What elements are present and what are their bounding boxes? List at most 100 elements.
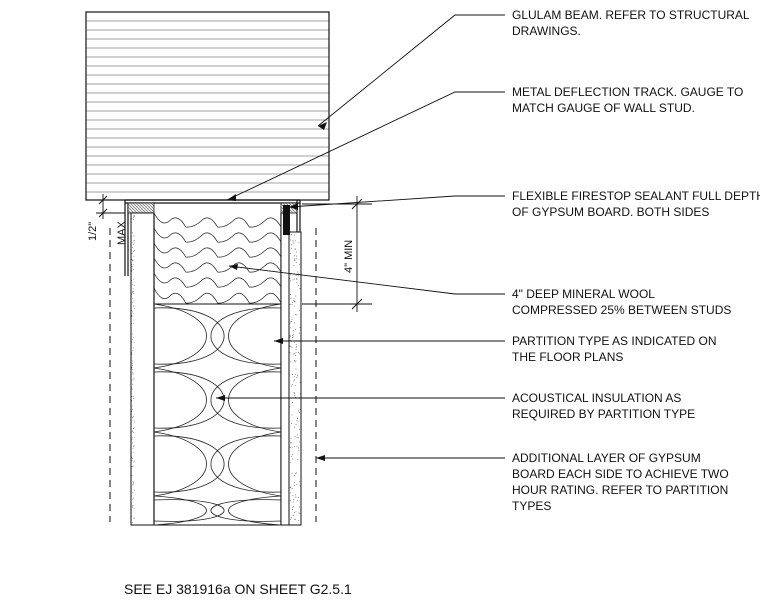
stipple-dot [133, 235, 135, 237]
note-line: OF GYPSUM BOARD. BOTH SIDES [512, 205, 709, 219]
stipple-dot [295, 396, 297, 398]
stipple-dot [291, 321, 292, 323]
stipple-dot [133, 497, 134, 499]
stipple-dot [293, 258, 295, 260]
stipple-dot [131, 388, 133, 390]
stipple-dot [290, 345, 292, 347]
stipple-dot [294, 385, 296, 387]
stipple-dot [293, 379, 295, 381]
stipple-dot [132, 408, 133, 410]
note-line: PARTITION TYPE AS INDICATED ON [512, 334, 716, 348]
batt-lobe [228, 495, 282, 526]
note-line: GLULAM BEAM. REFER TO STRUCTURAL [512, 8, 750, 22]
stipple-dot [299, 428, 300, 430]
stipple-dot [133, 508, 135, 510]
sealant-hatch [150, 202, 155, 207]
stipple-dot [132, 379, 134, 381]
stipple-dot [131, 268, 133, 270]
stipple-dot [132, 291, 134, 293]
sealant-hatch [135, 202, 147, 214]
stipple-dot [131, 269, 133, 271]
dimension-half-inch [96, 194, 125, 219]
stipple-dot [134, 517, 135, 519]
stipple-dot [295, 262, 297, 264]
stipple-dot [295, 349, 297, 351]
stipple-dot [132, 446, 134, 447]
stipple-dot [133, 428, 135, 429]
stipple-dot [133, 291, 134, 292]
stipple-dot [295, 295, 297, 297]
stipple-dot [293, 482, 295, 484]
stipple-dot [133, 421, 135, 423]
stipple-dot [295, 258, 297, 260]
stipple-dot [290, 234, 292, 236]
stipple-dot [293, 297, 295, 299]
stipple-dot [298, 241, 300, 243]
stipple-dot [295, 251, 297, 253]
stipple-dot [293, 380, 295, 382]
stipple-dot [295, 518, 296, 520]
stipple-dot [294, 360, 295, 361]
note-line: ACOUSTICAL INSULATION AS [512, 391, 681, 405]
stipple-dot [294, 278, 296, 280]
sealant-hatch [129, 202, 141, 214]
stipple-dot [133, 263, 135, 265]
stipple-dot [294, 322, 296, 324]
stipple-dot [132, 371, 133, 373]
note-line: COMPRESSED 25% BETWEEN STUDS [512, 303, 731, 317]
leader-track [226, 91, 505, 201]
note-line: ADDITIONAL LAYER OF GYPSUM [512, 451, 701, 465]
stipple-dot [131, 466, 133, 467]
stipple-dot [296, 346, 298, 348]
mineral-wool-wave [153, 227, 282, 243]
batt-lobe [228, 431, 282, 497]
stipple-dot [131, 405, 133, 407]
batt-lobe [153, 499, 225, 522]
stipple-dot [133, 427, 135, 429]
stipple-dot [133, 293, 135, 295]
stipple-dot [298, 441, 300, 443]
stipple-dot [131, 400, 133, 402]
batt-lobe [210, 435, 282, 493]
stipple-dot [132, 492, 134, 493]
stipple-dot [293, 426, 295, 428]
stipple-dot [132, 339, 134, 340]
mineral-wool-wave [153, 257, 282, 273]
stipple-dot [132, 452, 134, 453]
stipple-dot [293, 342, 295, 344]
stipple-dot [133, 243, 135, 245]
stipple-dot [131, 280, 133, 281]
stipple-dot [297, 271, 299, 273]
stipple-dot [294, 301, 296, 303]
stipple-dot [132, 347, 134, 349]
note-line: DRAWINGS. [512, 24, 581, 38]
stipple-dot [132, 442, 134, 444]
stipple-dot [294, 446, 295, 448]
stipple-dot [132, 333, 133, 335]
leader-mineral-wool [228, 265, 505, 295]
stipple-dot [133, 483, 134, 485]
sealant-hatch [285, 202, 297, 214]
stipple-dot [133, 278, 135, 280]
batt-lobe [153, 303, 207, 369]
stipple-dot [290, 247, 292, 249]
batt-lobe [153, 495, 207, 526]
stipple-dot [131, 315, 133, 317]
stipple-dot [131, 341, 133, 343]
leader-glulam [317, 14, 505, 127]
stipple-dot [294, 313, 296, 315]
stipple-dot [295, 274, 297, 276]
stipple-dot [295, 351, 297, 353]
stipple-dot [295, 368, 297, 370]
stipple-dot [295, 373, 297, 375]
stipple-dot [132, 383, 134, 385]
stipple-dot [131, 314, 133, 316]
stipple-dot [292, 454, 293, 456]
stipple-dot [294, 361, 296, 363]
stipple-dot [293, 264, 295, 266]
stipple-dot [296, 434, 298, 436]
stipple-dot [131, 367, 133, 368]
batt-lobe [153, 367, 207, 433]
stipple-dot [133, 444, 135, 446]
